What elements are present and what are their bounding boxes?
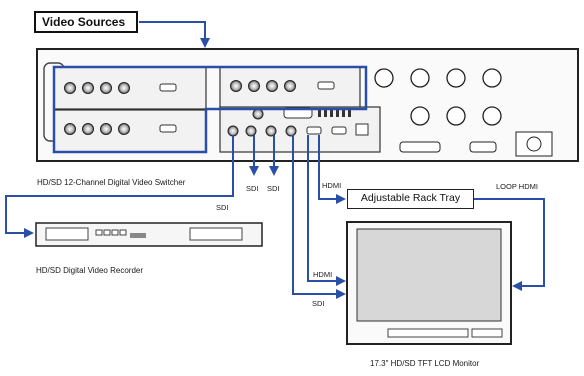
output-connectors	[227, 107, 369, 137]
xlr-connectors	[374, 68, 502, 126]
db-port-small	[469, 141, 497, 153]
hdmi-tray-arrow	[318, 135, 346, 204]
sdi-recorder-label: SDI	[216, 203, 229, 212]
monitor-label: 17.3" HD/SD TFT LCD Monitor	[370, 359, 480, 368]
sdi-monitor-label: SDI	[312, 299, 325, 308]
loop-hdmi-label: LOOP HDMI	[496, 182, 538, 191]
sdi-recorder-arrow	[5, 135, 234, 238]
bnc-connectors-row3	[230, 80, 335, 92]
switcher-label: HD/SD 12-Channel Digital Video Switcher	[37, 178, 186, 187]
sdi-monitor-arrow	[292, 135, 346, 299]
adjustable-rack-tray: Adjustable Rack Tray	[347, 189, 474, 209]
loop-hdmi-arrow	[474, 198, 545, 291]
video-sources-label: Video Sources	[34, 11, 138, 33]
sources-arrow	[139, 21, 210, 48]
hdmi-tray-label: HDMI	[322, 181, 342, 190]
bnc-connectors-row2	[64, 123, 177, 135]
source-highlight	[52, 65, 368, 154]
sdi-left-label: SDI	[246, 184, 259, 193]
recorder-label: HD/SD Digital Video Recorder	[36, 266, 144, 275]
video-recorder-device	[35, 222, 263, 247]
hdmi-monitor-arrow	[307, 135, 346, 286]
sdi-right-label: SDI	[267, 184, 280, 193]
hdmi-monitor-label: HDMI	[313, 270, 333, 279]
bnc-connectors-row1	[64, 82, 177, 94]
lcd-monitor-device	[346, 221, 512, 345]
db-port-large	[399, 141, 441, 153]
